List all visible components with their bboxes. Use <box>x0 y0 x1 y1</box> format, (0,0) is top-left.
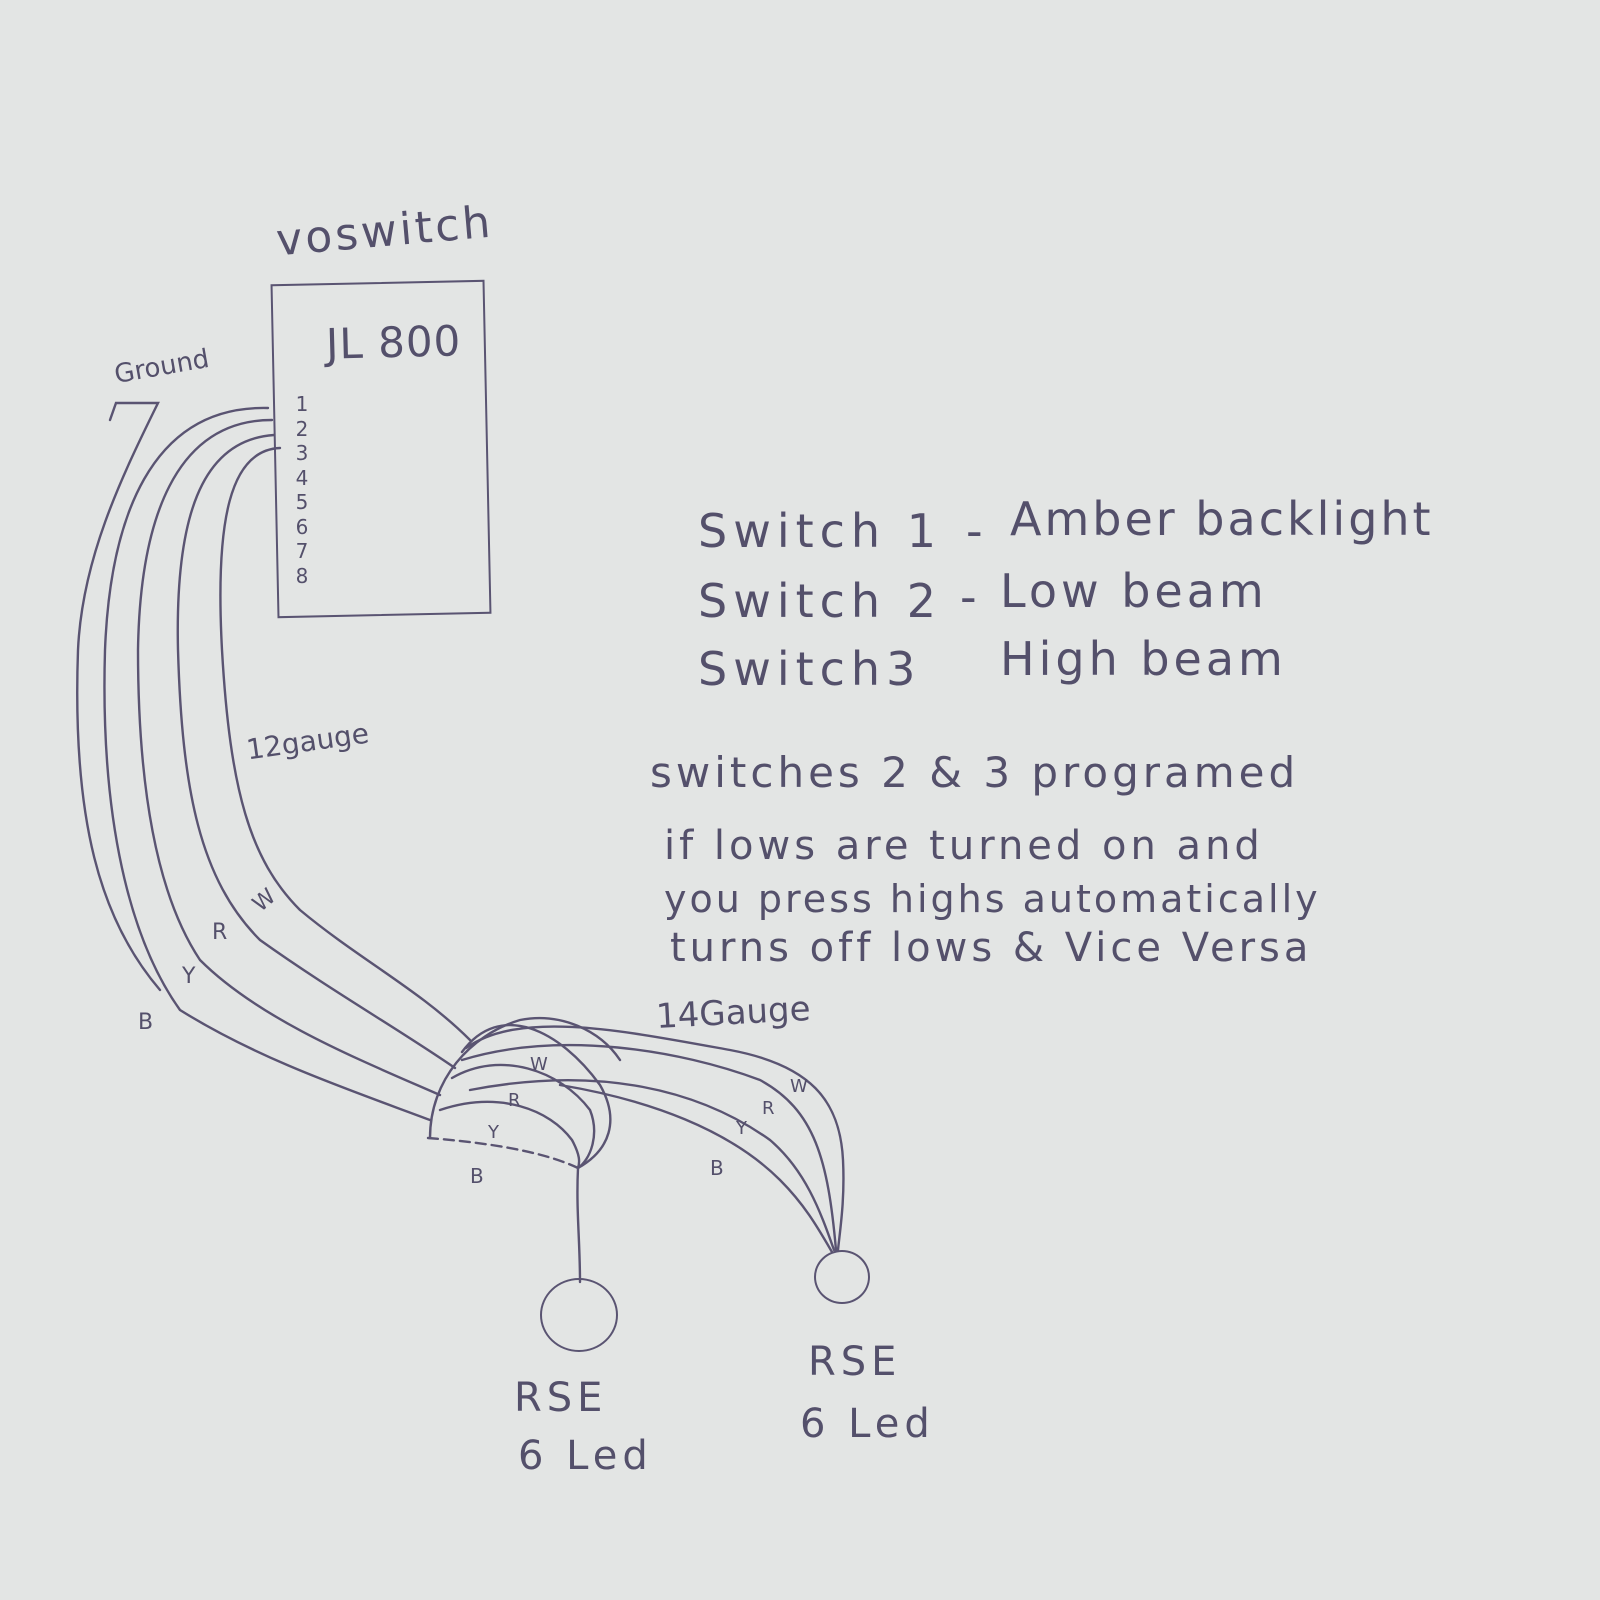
pin-1: 1 <box>295 392 309 416</box>
note-line-3: you press highs automatically <box>664 877 1321 921</box>
ground-wire <box>76 401 162 992</box>
switch-1-name: Switch 1 <box>698 504 942 558</box>
pin-2: 2 <box>295 416 309 441</box>
harness-loom <box>428 1016 622 1140</box>
branch-gauge-label: 14Gauge <box>655 988 812 1038</box>
pin-4: 4 <box>295 465 309 490</box>
left-wire-b: B <box>470 1164 484 1188</box>
switch-3-name: Switch3 <box>698 642 922 696</box>
switch-2-sep: - <box>960 570 983 624</box>
left-wire-w: W <box>530 1054 548 1075</box>
wire-r-right <box>460 1043 838 1252</box>
switch-2-name: Switch 2 <box>698 574 942 628</box>
right-wire-y: Y <box>736 1118 747 1139</box>
main-wire-b: B <box>138 1010 154 1035</box>
wire-b-main <box>103 406 432 1122</box>
pin-5: 5 <box>295 490 309 514</box>
wire-w-main <box>219 446 472 1042</box>
wire-y-right <box>468 1079 836 1252</box>
wire-to-left-light <box>576 1166 582 1284</box>
wire-w-left <box>460 1024 612 1170</box>
wire-r-main <box>176 433 457 1070</box>
switch-1-sep: - <box>966 504 989 558</box>
left-light <box>540 1278 618 1352</box>
wire-b-left <box>426 1136 580 1170</box>
right-wire-b: B <box>710 1156 724 1180</box>
pin-6: 6 <box>295 514 309 539</box>
right-wire-r: R <box>762 1098 775 1119</box>
right-light-name: RSE <box>808 1339 902 1385</box>
wire-r-left <box>450 1063 596 1170</box>
switch-3-function: High beam <box>1000 632 1287 686</box>
left-wire-r: R <box>508 1090 521 1111</box>
pin-3: 3 <box>295 441 309 465</box>
wire-b-right <box>558 1083 834 1254</box>
pin-8: 8 <box>295 563 309 588</box>
switch-1-function: Amber backlight <box>1010 492 1434 546</box>
note-line-4: turns off lows & Vice Versa <box>670 925 1313 971</box>
device-model: JL 800 <box>325 316 462 369</box>
right-light <box>814 1250 870 1304</box>
main-wire-y: Y <box>182 964 196 989</box>
left-light-desc: 6 Led <box>518 1433 653 1479</box>
main-wire-r: R <box>212 920 228 945</box>
wire-y-main <box>136 418 442 1097</box>
note-line-2: if lows are turned on and <box>664 823 1264 869</box>
right-light-desc: 6 Led <box>800 1401 935 1447</box>
note-line-1: switches 2 & 3 programed <box>650 748 1300 797</box>
left-wire-y: Y <box>488 1122 499 1143</box>
right-wire-w: W <box>790 1076 808 1097</box>
wire-y-left <box>438 1100 581 1170</box>
wire-w-right <box>464 1025 845 1252</box>
pin-7: 7 <box>295 539 309 563</box>
left-light-name: RSE <box>514 1375 608 1421</box>
switch-2-function: Low beam <box>1000 564 1268 618</box>
